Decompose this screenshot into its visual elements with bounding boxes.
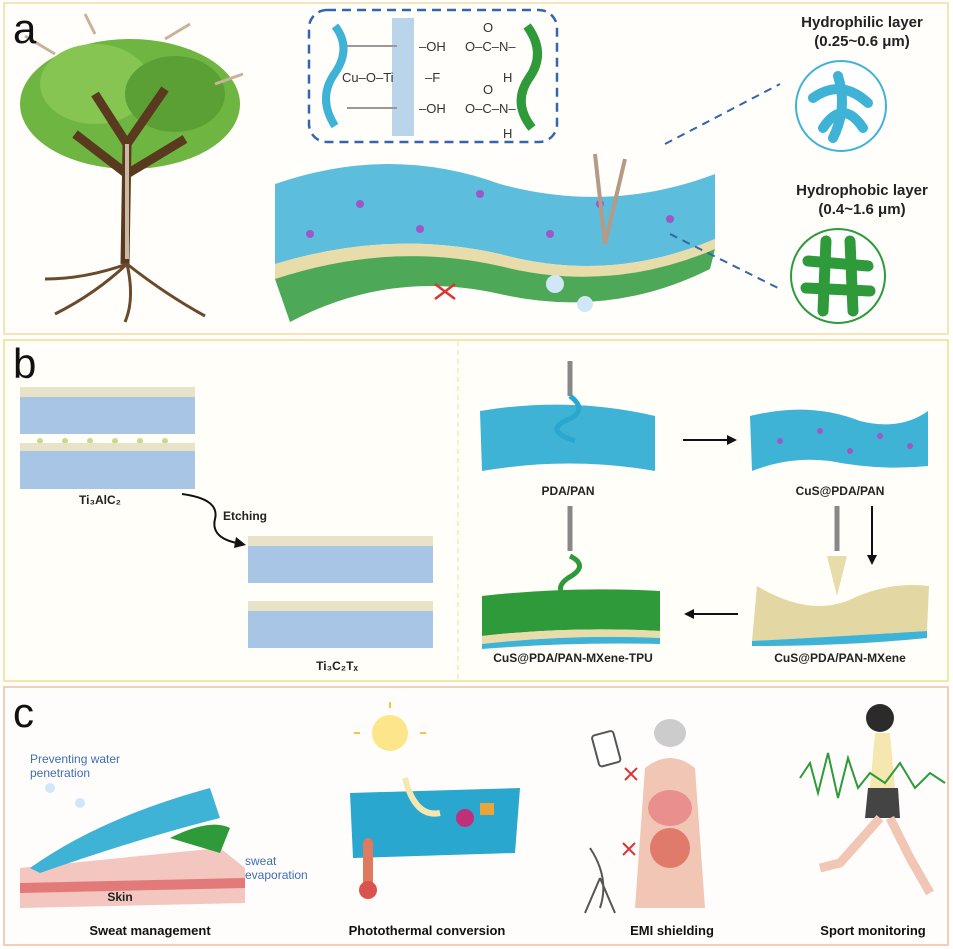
step-label-cus-pda-pan-mxene: CuS@PDA/PAN-MXene: [774, 651, 906, 665]
sweat-evaporation-label: sweat evaporation: [245, 854, 308, 883]
emi-shielding-illustration: [584, 719, 705, 914]
panel-letter-a: a: [13, 5, 37, 52]
sport-monitoring-illustration: [799, 704, 946, 896]
step-label-pda-pan: PDA/PAN: [541, 484, 595, 498]
panel-a: a Cu–O–Ti –OH –F –OH O–C–N– O–C–N– O O H: [3, 2, 949, 335]
hydrophobic-fiber-circle: [790, 228, 886, 324]
panel-letter-b: b: [13, 340, 37, 387]
step-label-cus-pda-pan-mxene-tpu: CuS@PDA/PAN-MXene-TPU: [493, 651, 653, 665]
hydrogen-label: H: [503, 126, 512, 141]
photothermal-illustration: [350, 702, 520, 899]
skin-label: Skin: [107, 890, 133, 904]
process-arrow-down: [867, 506, 877, 565]
application-photothermal-conversion: Photothermal conversion: [348, 923, 506, 938]
cu-o-ti-bond: Cu–O–Ti: [342, 70, 394, 85]
hydrogen-label: H: [503, 70, 512, 85]
oxygen-label: O: [483, 20, 493, 35]
process-arrow-right: [683, 435, 737, 445]
sweat-management-illustration: [20, 783, 245, 908]
tree-illustration: [20, 13, 244, 323]
dashed-leader-lines: [664, 83, 781, 290]
ti3c2tx-layers: [248, 536, 433, 648]
etching-arrow: [181, 493, 246, 548]
preventing-water-label: Preventing water penetration: [30, 752, 121, 781]
oh-group: –OH: [419, 39, 446, 54]
divider-dashed: [457, 341, 459, 681]
blocked-cross-icon: [434, 283, 456, 300]
application-emi-shielding: EMI shielding: [630, 923, 714, 938]
f-group: –F: [425, 70, 440, 85]
hydrophilic-fiber-circle: [795, 60, 887, 152]
ti3c2tx-label: Ti₃C₂Tₓ: [316, 659, 358, 673]
cus-pda-pan-membrane: [750, 409, 928, 471]
janus-membrane-illustration: [275, 153, 715, 322]
panel-letter-c: c: [13, 689, 34, 736]
panel-c: c Preventing water penetration Skin swea…: [3, 686, 949, 946]
pda-pan-membrane: [480, 361, 655, 471]
ti3alc2-label: Ti₃AlC₂: [79, 493, 121, 507]
oxygen-label: O: [483, 82, 493, 97]
cus-pda-pan-mxene-tpu-membrane: [482, 506, 660, 649]
process-arrow-left: [684, 609, 738, 619]
carbamate-group: O–C–N–: [465, 39, 516, 54]
hydrophobic-layer-label: Hydrophobic layer(0.4~1.6 μm): [796, 182, 928, 218]
ti3alc2-layers: [20, 387, 195, 489]
application-sport-monitoring: Sport monitoring: [820, 923, 926, 938]
carbamate-group: O–C–N–: [465, 101, 516, 116]
oh-group: –OH: [419, 101, 446, 116]
hydrophilic-layer-label: Hydrophilic layer(0.25~0.6 μm): [801, 14, 923, 50]
chemical-interaction-box: Cu–O–Ti –OH –F –OH O–C–N– O–C–N– O O H H: [307, 8, 559, 144]
cus-pda-pan-mxene-membrane: [752, 506, 929, 646]
etching-label: Etching: [223, 509, 267, 523]
panel-b: b Ti₃AlC₂ Etching Ti₃C₂Tₓ PDA/PAN CuS@PD…: [3, 339, 949, 682]
application-sweat-management: Sweat management: [89, 923, 211, 938]
step-label-cus-pda-pan: CuS@PDA/PAN: [795, 484, 885, 498]
